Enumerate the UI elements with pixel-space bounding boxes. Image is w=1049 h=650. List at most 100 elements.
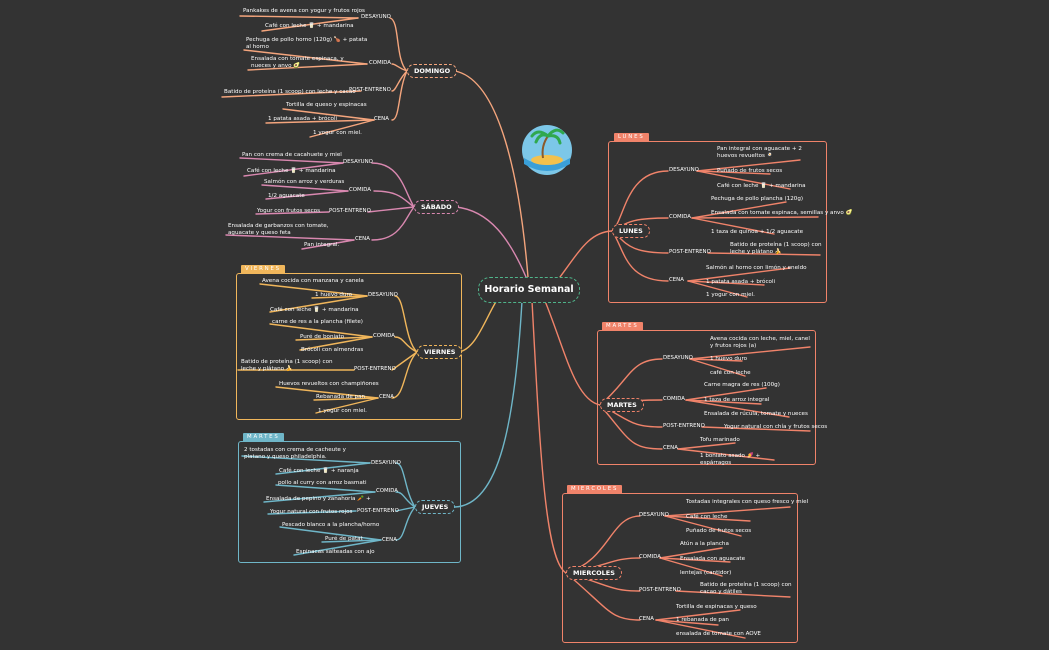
lunes-item[interactable]: Pan integral con aguacate + 2 huevos rev… xyxy=(717,146,802,159)
domingo-post[interactable]: POST-ENTRENO xyxy=(349,87,391,93)
miercoles-item[interactable]: ensalada de tomate con AOVE xyxy=(676,631,761,637)
sabado-item[interactable]: Salmón con arroz y verduras xyxy=(264,179,345,185)
day-miercoles[interactable]: MIERCOLES xyxy=(566,566,622,580)
martes-item[interactable]: Tofu marinado xyxy=(700,437,740,443)
miercoles-post[interactable]: POST-ENTRENO xyxy=(639,587,681,593)
martes-item[interactable]: Avena cocida con leche, miel, canel y fr… xyxy=(710,336,810,349)
martes-item[interactable]: café con leche xyxy=(710,370,751,376)
jueves-item[interactable]: Ensalada de pepino y zanahoria 🥕 + xyxy=(266,496,371,502)
sabado-item[interactable]: Yogur con frutos secos xyxy=(257,208,320,214)
lunes-cena[interactable]: CENA xyxy=(669,277,684,283)
miercoles-item[interactable]: Tortilla de espinacas y queso xyxy=(676,604,757,610)
domingo-item[interactable]: 1 patata asada + brócoli xyxy=(268,116,338,122)
jueves-post[interactable]: POST-ENTRENO xyxy=(357,508,399,514)
miercoles-item[interactable]: Café con leche xyxy=(686,514,728,520)
day-domingo[interactable]: DOMINGO xyxy=(407,64,458,78)
jueves-item[interactable]: Yogur natural con frutos rojos xyxy=(270,509,353,515)
viernes-item[interactable]: Huevos revueltos con champiñones xyxy=(279,381,379,387)
jueves-item[interactable]: pollo al curry con arroz basmati xyxy=(278,480,367,486)
sabado-item[interactable]: Pan con crema de cacahuete y miel xyxy=(242,152,342,158)
miercoles-item[interactable]: Atún a la plancha xyxy=(680,541,729,547)
viernes-item[interactable]: 1 yogur con miel. xyxy=(318,408,367,414)
martes-desayuno[interactable]: DESAYUNO xyxy=(663,355,693,361)
sabado-item[interactable]: Café con leche 🥛 + mandarina xyxy=(247,168,336,174)
lunes-item[interactable]: 1 yogur con miel. xyxy=(706,292,755,298)
jueves-cena[interactable]: CENA xyxy=(382,537,397,543)
viernes-item[interactable]: 1 huevo duro xyxy=(315,292,353,298)
sabado-item[interactable]: Ensalada de garbanzos con tomate, aguaca… xyxy=(228,223,329,236)
domingo-desayuno[interactable]: DESAYUNO xyxy=(361,14,391,20)
jueves-item[interactable]: 2 tostadas con crema de cacheute y plata… xyxy=(244,447,346,460)
viernes-comida[interactable]: COMIDA xyxy=(373,333,395,339)
lunes-item[interactable]: Ensalada con tomate espinaca, semillas y… xyxy=(711,210,853,216)
martes-item[interactable]: 1 taza de arroz integral xyxy=(704,397,770,403)
root-topic[interactable]: Horario Semanal xyxy=(478,277,580,303)
miercoles-cena[interactable]: CENA xyxy=(639,616,654,622)
lunes-item[interactable]: 1 patata asada + brócoli xyxy=(706,279,776,285)
lunes-item[interactable]: Batido de proteína (1 scoop) con leche y… xyxy=(730,242,822,255)
day-martes[interactable]: MARTES xyxy=(600,398,644,412)
lunes-item[interactable]: Pechuga de pollo plancha (120g) xyxy=(711,196,804,202)
day-lunes[interactable]: LUNES xyxy=(612,224,650,238)
domingo-item[interactable]: Pankakes de avena con yogur y frutos roj… xyxy=(243,8,365,14)
domingo-cena[interactable]: CENA xyxy=(374,116,389,122)
miercoles-item[interactable]: lentejas (cantidor) xyxy=(680,570,732,576)
sabado-cena[interactable]: CENA xyxy=(355,236,370,242)
viernes-item[interactable]: Puré de boniato xyxy=(300,334,345,340)
martes-item[interactable]: Carne magra de res (100g) xyxy=(704,382,780,388)
lunes-item[interactable]: 1 taza de quinoa + 1/2 aguacate xyxy=(711,229,804,235)
sabado-desayuno[interactable]: DESAYUNO xyxy=(343,159,373,165)
martes-item[interactable]: 1 huevo duro xyxy=(710,356,748,362)
jueves-comida[interactable]: COMIDA xyxy=(376,488,398,494)
domingo-item[interactable]: Ensalada con tomate espinaca, y nueces y… xyxy=(251,56,344,69)
domingo-item[interactable]: Pechuga de pollo horno (120g) 🍗 + patata… xyxy=(246,37,368,50)
lunes-desayuno[interactable]: DESAYUNO xyxy=(669,167,699,173)
miercoles-desayuno[interactable]: DESAYUNO xyxy=(639,512,669,518)
miercoles-item[interactable]: Tostadas integrales con queso fresco y m… xyxy=(686,499,809,505)
viernes-item[interactable]: Batido de proteína (1 scoop) con leche y… xyxy=(241,359,333,372)
sabado-item[interactable]: 1/2 aguacate xyxy=(268,193,305,199)
island-icon xyxy=(522,125,572,175)
jueves-item[interactable]: Pescado blanco a la plancha/horno xyxy=(282,522,380,528)
miercoles-comida[interactable]: COMIDA xyxy=(639,554,661,560)
day-jueves[interactable]: JUEVES xyxy=(415,500,456,514)
miercoles-item[interactable]: Ensalada con aguacate xyxy=(680,556,746,562)
viernes-desayuno[interactable]: DESAYUNO xyxy=(368,292,398,298)
viernes-item[interactable]: Café con leche 🥛 + mandarina xyxy=(270,307,359,313)
jueves-item[interactable]: Café con leche 🥛 + naranja xyxy=(279,468,359,474)
frame-tag-miercoles: MIERCOLES xyxy=(567,485,623,494)
lunes-comida[interactable]: COMIDA xyxy=(669,214,691,220)
martes-post[interactable]: POST-ENTRENO xyxy=(663,423,705,429)
jueves-item[interactable]: Puré de patat xyxy=(325,536,363,542)
sabado-comida[interactable]: COMIDA xyxy=(349,187,371,193)
domingo-item[interactable]: Café con leche 🥛 + mandarina xyxy=(265,23,354,29)
jueves-item[interactable]: Espinacas salteadas con ajo xyxy=(296,549,375,555)
viernes-post[interactable]: POST-ENTRENO xyxy=(354,366,396,372)
viernes-item[interactable]: Brócoli con almendras xyxy=(301,347,364,353)
viernes-item[interactable]: carne de res a la plancha (filete) xyxy=(272,319,363,325)
lunes-item[interactable]: Puñado de frutos secos xyxy=(717,168,783,174)
jueves-desayuno[interactable]: DESAYUNO xyxy=(371,460,401,466)
viernes-cena[interactable]: CENA xyxy=(379,394,394,400)
domingo-comida[interactable]: COMIDA xyxy=(369,60,391,66)
martes-item[interactable]: 1 boniato asado 🍠 + espárragos xyxy=(700,453,761,466)
domingo-item[interactable]: 1 yogur con miel. xyxy=(313,130,362,136)
miercoles-item[interactable]: Batido de proteína (1 scoop) con cacao y… xyxy=(700,582,792,595)
day-sabado[interactable]: SÁBADO xyxy=(414,200,459,214)
miercoles-item[interactable]: Puñado de frutos secos xyxy=(686,528,752,534)
martes-item[interactable]: Ensalada de rúcula, tomate y nueces xyxy=(704,411,808,417)
sabado-item[interactable]: Pan integral. xyxy=(304,242,340,248)
lunes-item[interactable]: Café con leche 🥛 + mandarina xyxy=(717,183,806,189)
martes-comida[interactable]: COMIDA xyxy=(663,396,685,402)
domingo-item[interactable]: Tortilla de queso y espinacas xyxy=(286,102,367,108)
martes-item[interactable]: Yogur natural con chía y frutos secos xyxy=(724,424,828,430)
domingo-item[interactable]: Batido de proteína (1 scoop) con leche y… xyxy=(224,89,356,95)
lunes-post[interactable]: POST-ENTRENO xyxy=(669,249,711,255)
viernes-item[interactable]: Rebanada de pan xyxy=(316,394,366,400)
martes-cena[interactable]: CENA xyxy=(663,445,678,451)
sabado-post[interactable]: POST-ENTRENO xyxy=(329,208,371,214)
miercoles-item[interactable]: 1 rebanada de pan xyxy=(676,617,729,623)
lunes-item[interactable]: Salmón al horno con limón y eneldo xyxy=(706,265,807,271)
day-viernes[interactable]: VIERNES xyxy=(417,345,463,359)
viernes-item[interactable]: Avena cocida con manzana y canela xyxy=(262,278,364,284)
